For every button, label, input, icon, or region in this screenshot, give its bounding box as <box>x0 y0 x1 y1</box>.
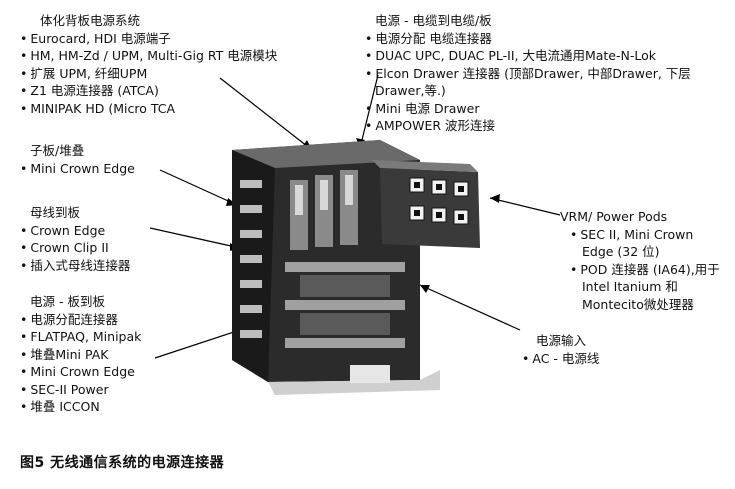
cable-item: AMPOWER 波形连接 <box>365 117 691 135</box>
vrm-title: VRM/ Power Pods <box>560 209 668 224</box>
cable-item: 电源分配 电缆连接器 <box>365 30 691 48</box>
leader-lines <box>149 74 561 359</box>
board-item: SEC-II Power <box>20 381 141 399</box>
vrm-item: POD 连接器 (IA64),用于 <box>560 261 719 279</box>
cable-item: DUAC UPC, DUAC PL-II, 大电流通用Mate-N-Lok <box>365 47 691 65</box>
board-item: FLATPAQ, Minipak <box>20 328 141 346</box>
busbar-group: 母线到板 Crown Edge Crown Clip II 插入式母线连接器 <box>20 204 130 274</box>
daughter-item: Mini Crown Edge <box>20 160 134 178</box>
daughter-group: 子板/堆叠 Mini Crown Edge <box>20 142 135 177</box>
vrm-item: SEC II, Mini Crown <box>560 226 720 244</box>
backplane-item: MINIPAK HD (Micro TCA <box>20 100 277 118</box>
backplane-item: Eurocard, HDI 电源端子 <box>20 30 277 48</box>
busbar-item: Crown Edge <box>20 222 130 240</box>
input-group: 电源输入 AC - 电源线 <box>522 332 599 367</box>
vrm-continuation: Intel Itanium 和 <box>582 279 678 294</box>
vrm-continuation: Edge (32 位) <box>582 244 660 259</box>
cable-title: 电源 - 电缆到电缆/板 <box>375 13 492 28</box>
cable-group: 电源 - 电缆到电缆/板 电源分配 电缆连接器 DUAC UPC, DUAC P… <box>365 12 691 135</box>
input-item: AC - 电源线 <box>522 350 599 368</box>
vrm-group: VRM/ Power Pods SEC II, Mini Crown Edge … <box>560 208 720 313</box>
figure-caption: 图5 无线通信系统的电源连接器 <box>20 455 225 471</box>
busbar-item: 插入式母线连接器 <box>20 257 130 275</box>
board-item: 堆叠Mini PAK <box>20 346 141 364</box>
backplane-item: Z1 电源连接器 (ATCA) <box>20 82 277 100</box>
daughter-title: 子板/堆叠 <box>30 143 85 158</box>
backplane-item: 扩展 UPM, 纤细UPM <box>20 65 277 83</box>
busbar-title: 母线到板 <box>30 205 81 220</box>
board-item: 电源分配连接器 <box>20 311 141 329</box>
cable-continuation: Drawer,等.) <box>375 83 446 98</box>
backplane-title: 体化背板电源系统 <box>40 13 141 28</box>
backplane-item: HM, HM-Zd / UPM, Multi-Gig RT 电源模块 <box>20 47 277 65</box>
vrm-continuation: Montecito微处理器 <box>582 296 694 312</box>
board-item: 堆叠 ICCON <box>20 398 141 416</box>
board-title: 电源 - 板到板 <box>30 294 105 309</box>
cable-item: Mini 电源 Drawer <box>365 100 691 118</box>
backplane-group: 体化背板电源系统 Eurocard, HDI 电源端子 HM, HM-Zd / … <box>20 12 277 117</box>
board-group: 电源 - 板到板 电源分配连接器 FLATPAQ, Minipak 堆叠Mini… <box>20 293 141 416</box>
busbar-item: Crown Clip II <box>20 239 130 257</box>
input-title: 电源输入 <box>536 333 587 348</box>
cable-item: Elcon Drawer 连接器 (顶部Drawer, 中部Drawer, 下层 <box>365 65 690 83</box>
board-item: Mini Crown Edge <box>20 363 141 381</box>
vrm-pod-image <box>372 160 480 248</box>
